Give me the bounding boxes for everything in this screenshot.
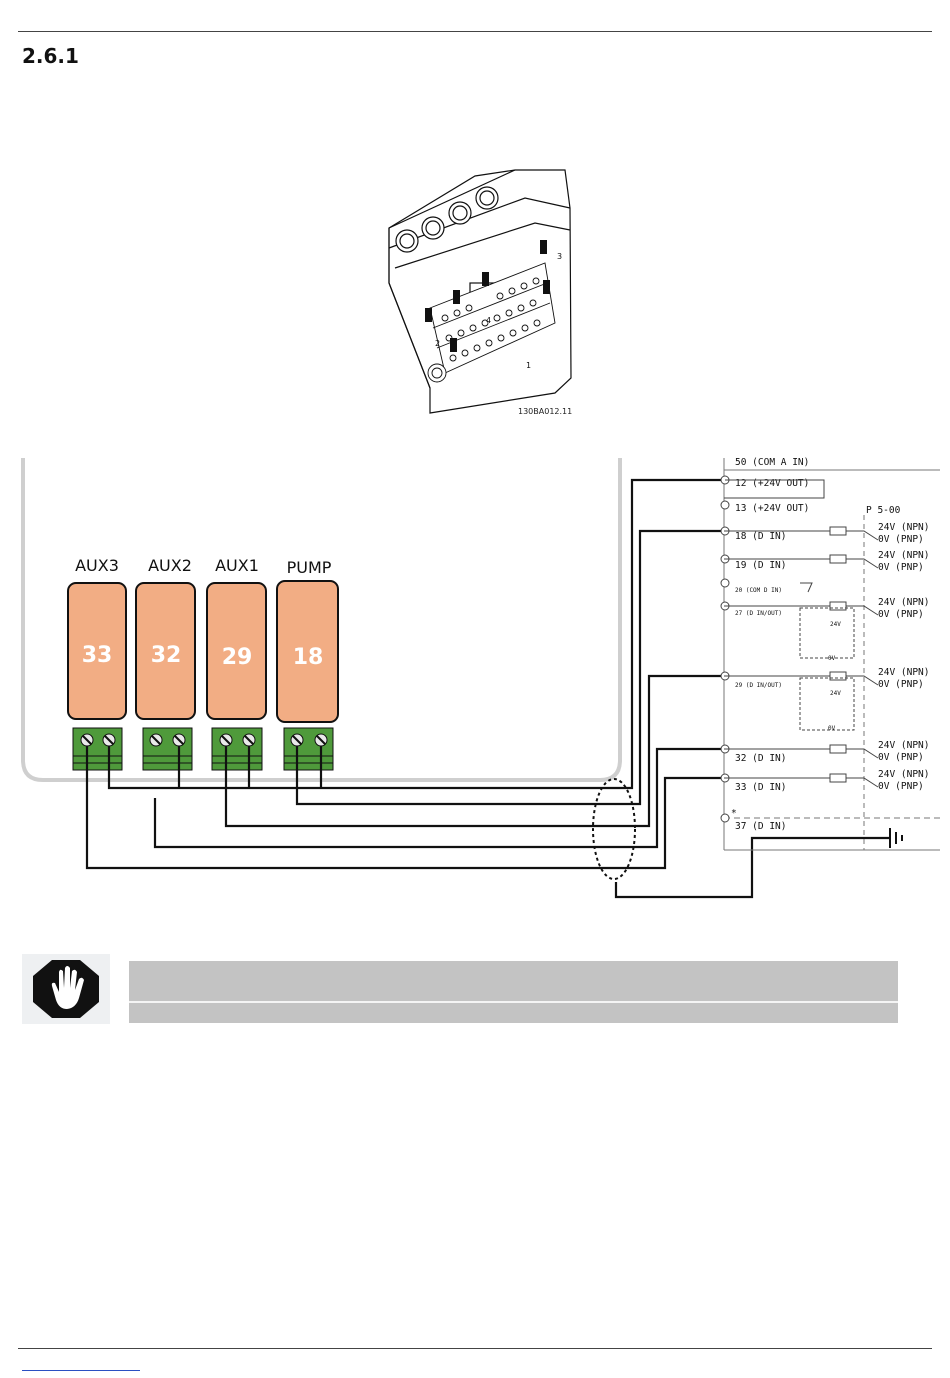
callout-4: 4 [486, 316, 491, 325]
warning-icon-box [22, 954, 110, 1024]
stop-hand-icon [33, 960, 99, 1018]
footer-link[interactable] [22, 1356, 140, 1371]
connector-aux3 [72, 727, 123, 771]
aux-number: 29 [222, 645, 253, 670]
pnp-33: 0V (PNP) [878, 781, 924, 792]
aux-label: PUMP [287, 558, 332, 577]
control-terminal-strip: 50 (COM A IN) 12 (+24V OUT) 13 (+24V OUT… [720, 457, 940, 851]
aux-number: 18 [293, 645, 324, 670]
terminal-33: 33 (D IN) [735, 782, 786, 793]
pnp-29: 0V (PNP) [878, 679, 924, 690]
aux-relay [206, 582, 267, 720]
wire-aux2-32 [153, 747, 724, 849]
terminal-20: 20 (COM D IN) [735, 587, 782, 594]
npn-32: 24V (NPN) [878, 740, 929, 751]
connector-aux1 [211, 727, 263, 771]
io27-24v: 24V [830, 621, 841, 628]
aux-relay [135, 582, 196, 720]
terminal-37: 37 (D IN) [735, 821, 786, 832]
warning-divider [129, 1001, 898, 1003]
wire-pump-18 [295, 529, 724, 806]
callout-1: 1 [526, 361, 531, 370]
terminal-19: 19 (D IN) [735, 560, 786, 571]
pnp-27: 0V (PNP) [878, 609, 924, 620]
aux-label: AUX3 [75, 556, 119, 575]
pnp-19: 0V (PNP) [878, 562, 924, 573]
wire-aux1-29 [224, 674, 724, 828]
cable-bundle-marker [592, 778, 636, 880]
aux-module-aux2: AUX2 32 [135, 556, 196, 720]
terminal-block-drawing: 1 2 3 4 [388, 169, 572, 414]
aux-module-aux3: AUX3 33 [67, 556, 127, 720]
terminal-12: 12 (+24V OUT) [735, 478, 809, 489]
callout-2: 2 [435, 339, 440, 348]
terminal-27: 27 (D IN/OUT) [735, 610, 782, 617]
io29-24v: 24V [830, 690, 841, 697]
npn-18: 24V (NPN) [878, 522, 929, 533]
aux-module-aux1: AUX1 29 [206, 556, 267, 720]
aux-label: AUX1 [215, 556, 259, 575]
io29-0v: 0V [828, 725, 836, 732]
wiring-diagram: AUX3 33 AUX2 32 AUX1 29 PUMP 18 [21, 457, 940, 899]
npn-19: 24V (NPN) [878, 550, 929, 561]
callout-3: 3 [557, 252, 562, 261]
terminal-block-illustration: 1 2 3 4 130BA012.11 [375, 168, 585, 423]
asterisk-note: * [731, 808, 737, 819]
terminal-32: 32 (D IN) [735, 753, 786, 764]
section-number: 2.6.1 [22, 44, 79, 68]
figure-code: 130BA012.11 [518, 407, 573, 416]
npn-33: 24V (NPN) [878, 769, 929, 780]
wire-24v-common [107, 478, 724, 790]
aux-number: 33 [82, 643, 113, 668]
npn-27: 24V (NPN) [878, 597, 929, 608]
pnp-18: 0V (PNP) [878, 534, 924, 545]
terminal-50-partial: 50 (COM A IN) [735, 457, 809, 468]
screw-connectors [72, 727, 334, 771]
aux-label: AUX2 [148, 556, 192, 575]
terminal-29: 29 (D IN/OUT) [735, 682, 782, 689]
aux-module-pump: PUMP 18 [276, 558, 339, 723]
aux-relay [276, 580, 339, 723]
io27-0v: 0V [828, 655, 836, 662]
terminal-13: 13 (+24V OUT) [735, 503, 809, 514]
aux-relay [67, 582, 127, 720]
footer-rule [18, 1348, 932, 1349]
connector-aux2 [142, 727, 193, 771]
warning-note [129, 961, 898, 1023]
wire-shield [614, 836, 890, 899]
npn-29: 24V (NPN) [878, 667, 929, 678]
terminal-18: 18 (D IN) [735, 531, 786, 542]
aux-number: 32 [151, 643, 182, 668]
header-rule [18, 31, 932, 32]
connector-pump [283, 727, 334, 771]
cables [85, 478, 890, 899]
wire-aux3-33 [85, 746, 724, 870]
parameter-label: P 5-00 [866, 505, 901, 516]
ground-icon [889, 828, 903, 848]
pnp-32: 0V (PNP) [878, 752, 924, 763]
